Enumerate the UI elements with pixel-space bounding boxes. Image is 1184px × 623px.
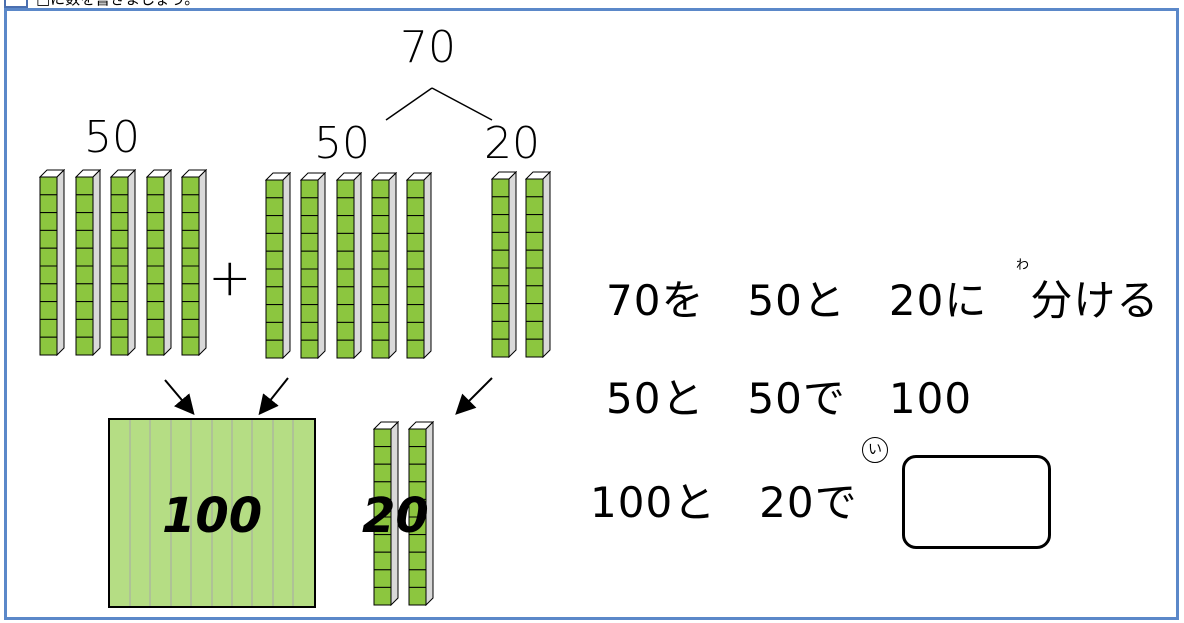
instruction-text: □に数を書きましょう。 bbox=[36, 0, 199, 8]
ten-rod bbox=[373, 421, 399, 606]
ten-rod bbox=[406, 172, 432, 359]
ten-rod bbox=[75, 169, 101, 356]
sentence-line-2: 50と 50で 100 bbox=[606, 374, 973, 423]
ten-rod bbox=[408, 421, 434, 606]
hundred-label: 100 bbox=[162, 488, 263, 544]
worksheet-frame bbox=[4, 8, 1179, 620]
sentence-line-3: 100と 20で bbox=[590, 478, 858, 527]
sentence-line-1: 70を 50と 20に 分ける bbox=[606, 276, 1160, 325]
furigana-wa: わ bbox=[1016, 258, 1030, 273]
ten-rod bbox=[39, 169, 65, 356]
ten-rod bbox=[371, 172, 397, 359]
ten-rod bbox=[181, 169, 207, 356]
total-number: 70 bbox=[400, 22, 456, 73]
ten-rod bbox=[525, 171, 551, 358]
split-right-number: 20 bbox=[484, 118, 540, 169]
ten-rod bbox=[300, 172, 326, 359]
arrow-left bbox=[164, 379, 195, 416]
split-lines bbox=[385, 87, 493, 121]
arrow-middle bbox=[258, 377, 289, 416]
hundred-square: 100 bbox=[108, 418, 316, 608]
ten-rod bbox=[265, 172, 291, 359]
answer-marker-i: い bbox=[862, 437, 888, 463]
answer-box[interactable] bbox=[902, 455, 1051, 549]
ten-rod bbox=[336, 172, 362, 359]
answer-box-icon bbox=[4, 0, 28, 8]
arrow-right bbox=[455, 377, 493, 415]
ten-rod bbox=[110, 169, 136, 356]
plus-sign: + bbox=[208, 248, 252, 308]
left-group-number: 50 bbox=[84, 112, 140, 163]
split-left-number: 50 bbox=[314, 118, 370, 169]
twenty-label: 20 bbox=[362, 488, 429, 544]
ten-rod bbox=[146, 169, 172, 356]
ten-rod bbox=[491, 171, 517, 358]
